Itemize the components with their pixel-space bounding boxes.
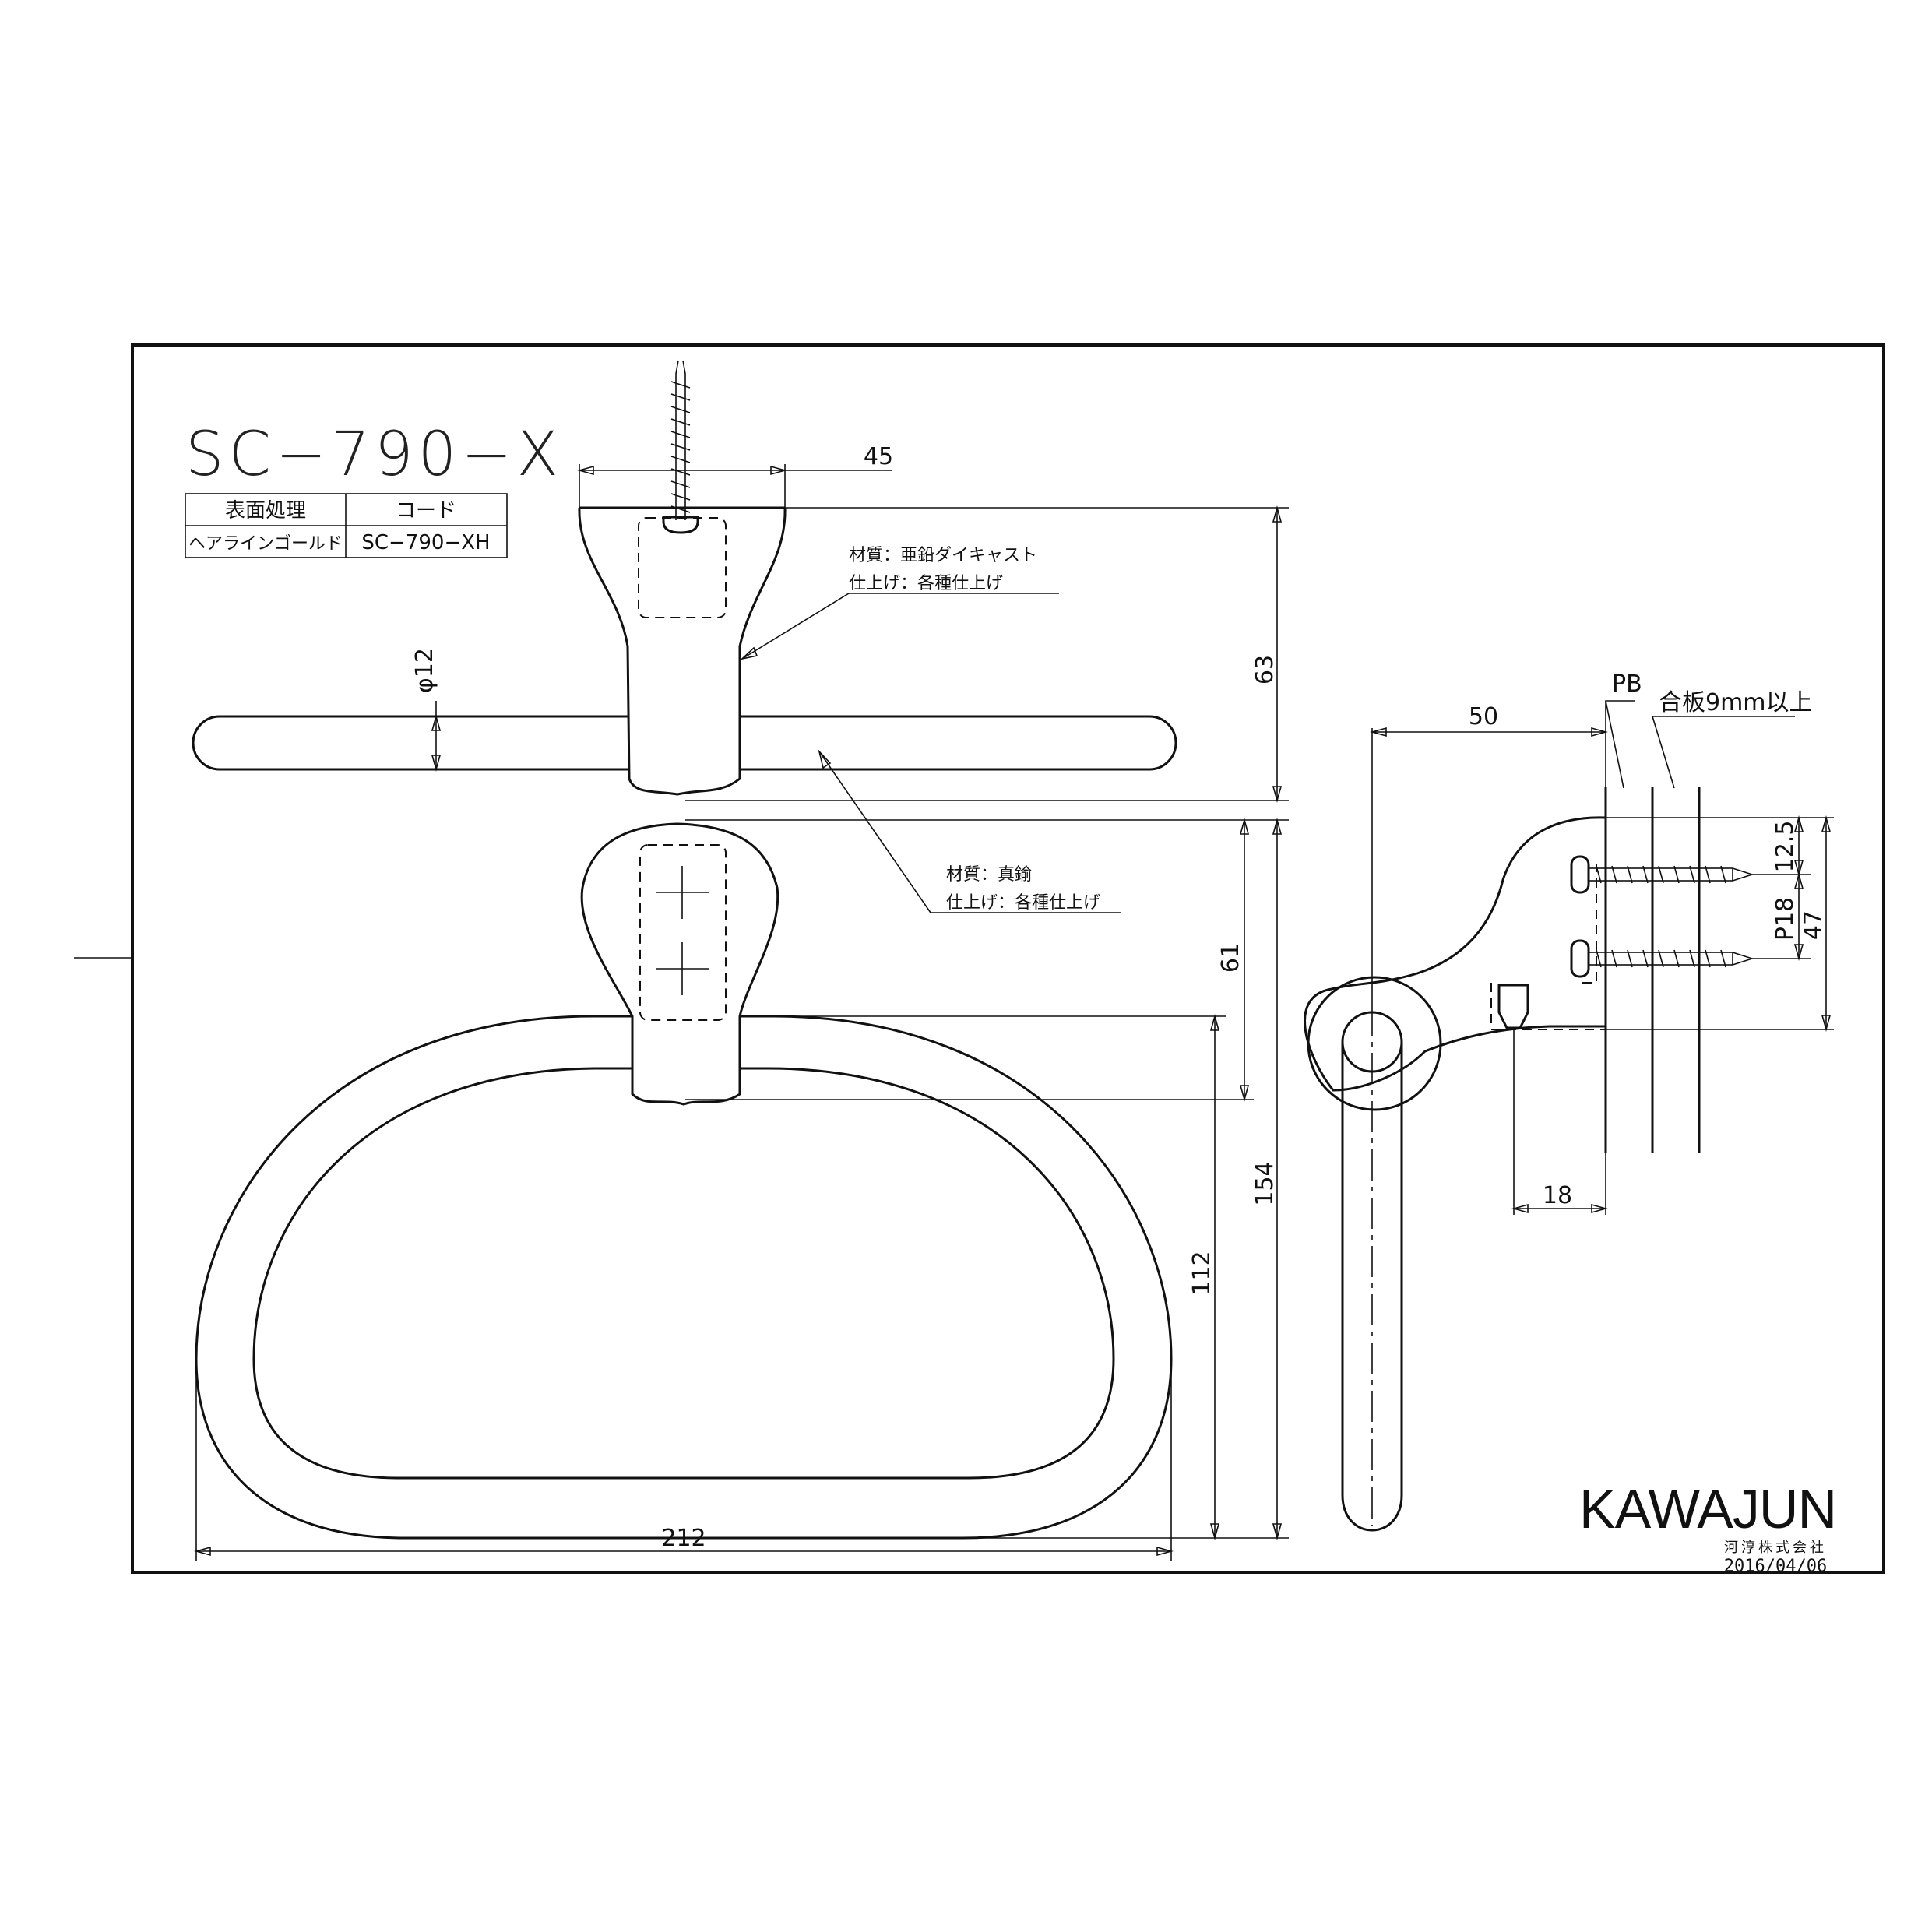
side-bracket bbox=[1304, 816, 1606, 1092]
towel-ring-outer bbox=[195, 1015, 1173, 1540]
dim-ring-height: 112 bbox=[1188, 1251, 1216, 1295]
spec-table: 表面処理 コード ヘアラインゴールド SC−790−XH bbox=[185, 493, 508, 558]
dim-ring-width: 212 bbox=[661, 1525, 706, 1552]
dim-rod-diameter: φ12 bbox=[411, 648, 438, 693]
dim-plate-depth: 18 bbox=[1543, 1182, 1572, 1209]
dim-total-height: 154 bbox=[1251, 1161, 1279, 1205]
top-view bbox=[192, 360, 1177, 796]
spec-row-finish: ヘアラインゴールド bbox=[188, 534, 343, 554]
label-pb: PB bbox=[1612, 670, 1642, 698]
brand-company: 河淳株式会社 bbox=[1724, 1540, 1827, 1556]
towel-ring-inner bbox=[252, 1067, 1115, 1480]
note-ring-finish: 仕上げ：各種仕上げ bbox=[946, 893, 1100, 913]
label-plywood: 合板9mm以上 bbox=[1659, 689, 1813, 716]
dim-plate-height: 47 bbox=[1800, 910, 1827, 940]
side-view bbox=[1304, 787, 1754, 1532]
side-screws bbox=[1490, 855, 1754, 1030]
spec-header-code: コード bbox=[396, 499, 456, 523]
brand-block: KAWAJUN 河淳株式会社 2016/04/06 bbox=[1579, 1479, 1837, 1576]
note-bracket-finish: 仕上げ：各種仕上げ bbox=[849, 574, 1003, 593]
dimensions: 45 φ12 63 61 154 112 212 bbox=[194, 443, 1834, 1561]
material-notes: 材質：亜鉛ダイキャスト 仕上げ：各種仕上げ 材質：真鍮 仕上げ：各種仕上げ bbox=[740, 546, 1121, 913]
bracket-body-top bbox=[578, 507, 787, 796]
spec-header-finish: 表面処理 bbox=[225, 499, 306, 523]
dim-screw-pitch: P18 bbox=[1772, 897, 1799, 941]
dim-side-depth: 50 bbox=[1469, 703, 1498, 730]
note-ring-material: 材質：真鍮 bbox=[946, 865, 1032, 885]
drawing-date: 2016/04/06 bbox=[1724, 1557, 1827, 1576]
front-view bbox=[195, 822, 1173, 1540]
towel-rod bbox=[192, 715, 1177, 771]
drawing-frame bbox=[131, 343, 1885, 1574]
dim-screw-top: 12.5 bbox=[1772, 821, 1799, 873]
side-ring bbox=[1341, 1043, 1403, 1532]
model-title: SC−790−X bbox=[185, 420, 563, 490]
dim-base-width: 45 bbox=[864, 443, 893, 470]
bracket-body-front bbox=[580, 822, 779, 1106]
dim-top-height: 63 bbox=[1251, 655, 1279, 684]
brand-logo: KAWAJUN bbox=[1579, 1479, 1836, 1540]
wood-screw-top bbox=[662, 360, 699, 534]
dim-bracket-height: 61 bbox=[1217, 943, 1244, 973]
spec-row-code: SC−790−XH bbox=[361, 531, 490, 554]
note-bracket-material: 材質：亜鉛ダイキャスト bbox=[849, 546, 1037, 565]
